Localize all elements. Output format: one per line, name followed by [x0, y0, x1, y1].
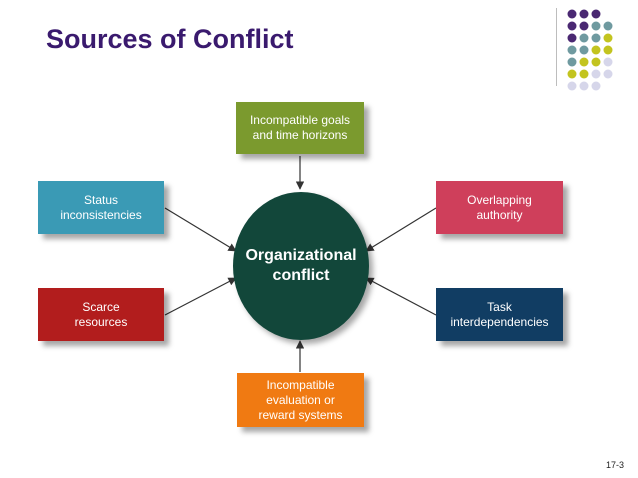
decor-dot	[579, 81, 589, 91]
decor-dot	[567, 9, 577, 19]
source-box-evaluation: Incompatible evaluation or reward system…	[237, 373, 364, 427]
page-number: 17-3	[605, 460, 624, 470]
source-label-evaluation: Incompatible evaluation or reward system…	[258, 377, 343, 422]
source-box-status: Status inconsistencies	[38, 181, 164, 234]
decor-dot	[591, 81, 601, 91]
decor-dot	[591, 45, 601, 55]
source-label-task: Task interdependencies	[450, 299, 549, 329]
source-label-scarce: Scarce resources	[74, 299, 128, 329]
corner-dot-pattern	[567, 9, 613, 91]
decor-dot	[579, 9, 589, 19]
divider-line	[556, 8, 557, 86]
decor-dot	[579, 21, 589, 31]
decor-dot	[603, 45, 613, 55]
source-label-goals: Incompatible goals and time horizons	[249, 113, 351, 142]
decor-dot	[603, 33, 613, 43]
arrow-overlap	[365, 207, 437, 252]
decor-dot	[567, 45, 577, 55]
source-box-overlap: Overlapping authority	[436, 181, 563, 234]
decor-dot	[567, 57, 577, 67]
decor-dot	[579, 45, 589, 55]
source-box-goals: Incompatible goals and time horizons	[236, 102, 364, 154]
decor-dot	[591, 9, 601, 19]
decor-dot	[591, 21, 601, 31]
arrow-scarce	[164, 277, 237, 316]
source-label-overlap: Overlapping authority	[467, 192, 532, 222]
decor-dot	[567, 69, 577, 79]
arrow-task	[365, 277, 437, 316]
center-ellipse: Organizational conflict	[233, 192, 369, 340]
source-label-status: Status inconsistencies	[60, 192, 142, 222]
decor-dot	[579, 57, 589, 67]
decor-dot	[579, 69, 589, 79]
source-box-scarce: Scarce resources	[38, 288, 164, 341]
decor-dot	[567, 33, 577, 43]
decor-dot	[603, 57, 613, 67]
page-title: Sources of Conflict	[46, 24, 294, 54]
center-label: Organizational conflict	[245, 247, 357, 284]
decor-dot	[567, 21, 577, 31]
decor-dot	[591, 69, 601, 79]
decor-dot	[591, 57, 601, 67]
arrow-status	[164, 207, 237, 252]
decor-dot	[603, 69, 613, 79]
source-box-task: Task interdependencies	[436, 288, 563, 341]
decor-dot	[591, 33, 601, 43]
decor-dot	[603, 21, 613, 31]
decor-dot	[567, 81, 577, 91]
decor-dot	[579, 33, 589, 43]
